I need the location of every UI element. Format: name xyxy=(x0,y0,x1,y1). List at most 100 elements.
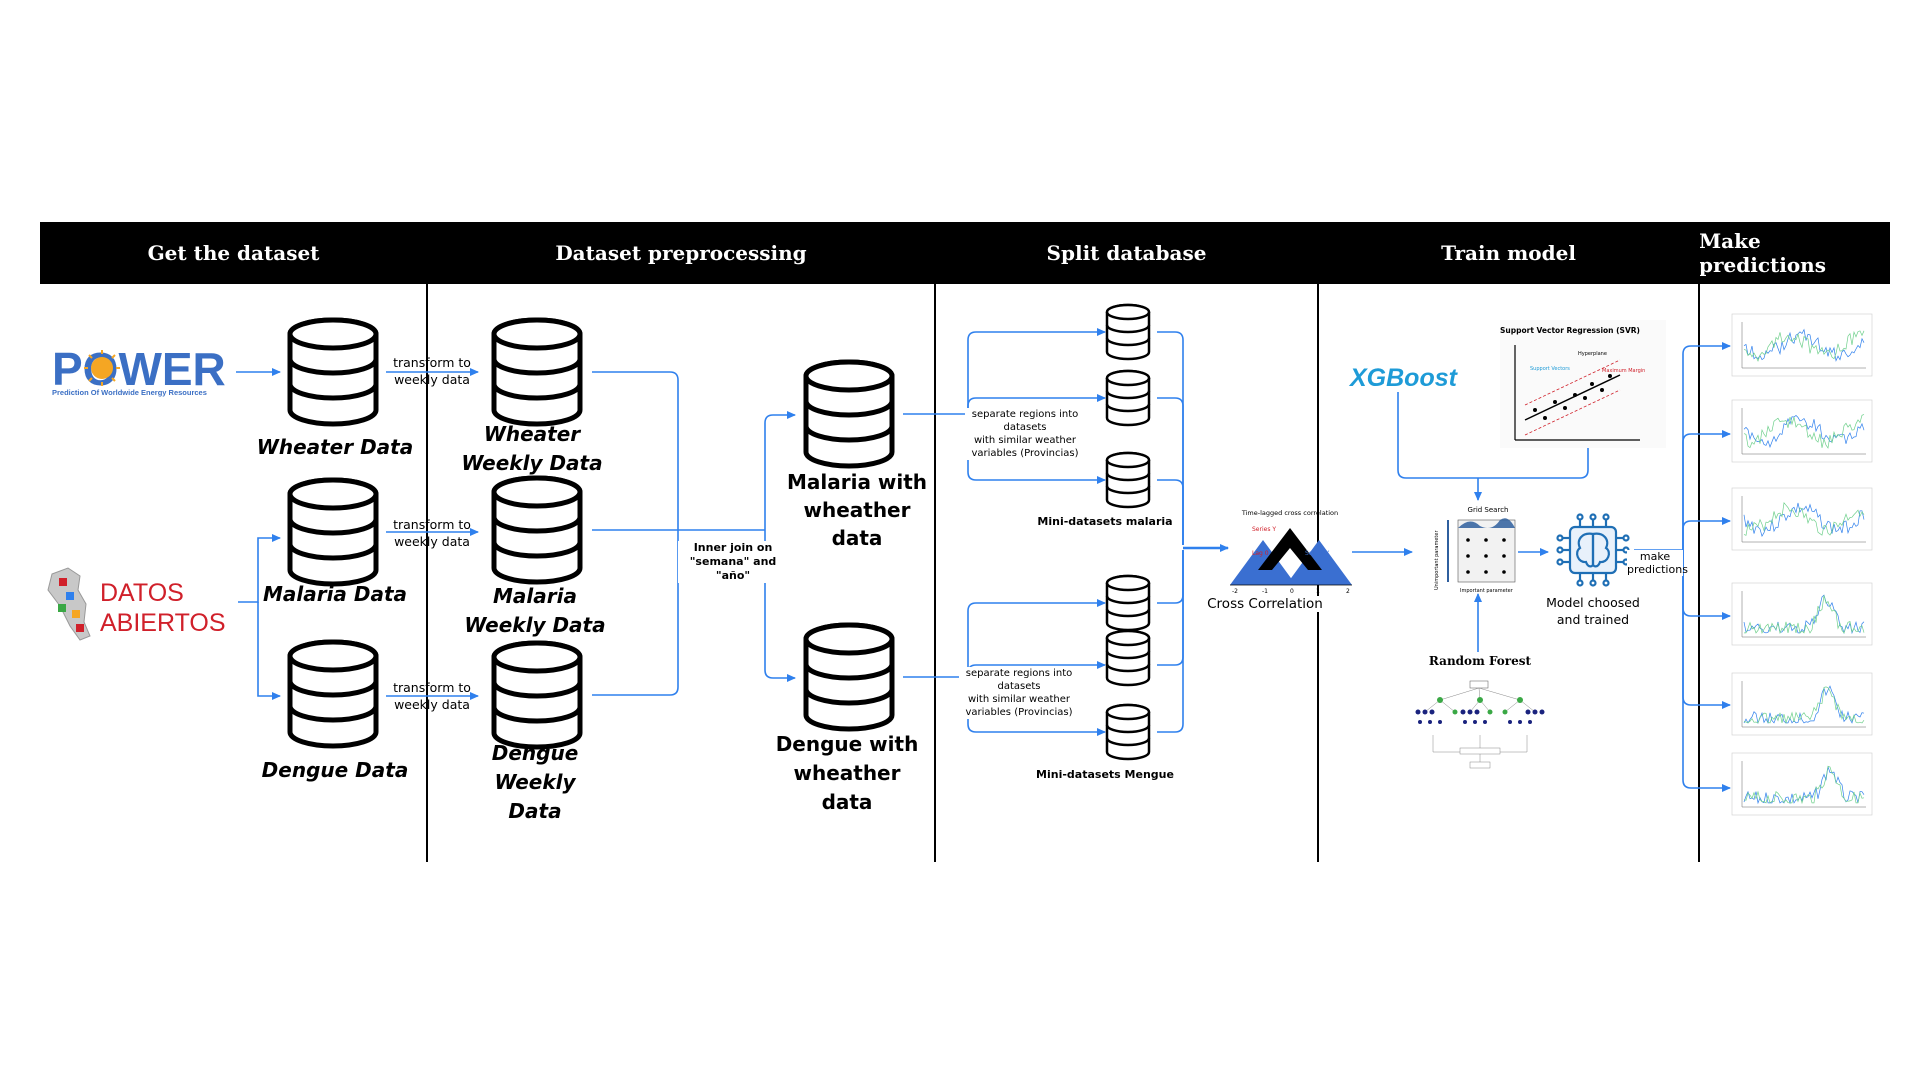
header-get-dataset: Get the dataset xyxy=(40,222,427,284)
separate-regions-label: separate regions into datasets with simi… xyxy=(959,667,1079,719)
database-small-icon xyxy=(1105,369,1151,427)
svr-max-margin: Maximum Margin xyxy=(1602,368,1645,374)
svr-plot: Support Vector Regression (SVR) Support … xyxy=(1500,320,1666,448)
arrow xyxy=(1682,517,1731,550)
prediction-chart-axes xyxy=(1741,496,1866,543)
prediction-line xyxy=(1743,501,1865,536)
prediction-chart-thumbnail xyxy=(1731,399,1873,463)
prediction-chart-axes xyxy=(1741,408,1866,455)
prediction-chart-axes xyxy=(1741,761,1866,808)
header-split-database: Split database xyxy=(935,222,1318,284)
raw-dengue-label: Dengue Data xyxy=(261,758,409,782)
grid-xlabel: Important parameter xyxy=(1460,588,1514,594)
connector xyxy=(1157,550,1184,733)
arrow xyxy=(1682,550,1731,792)
make-predictions-label: make predictions xyxy=(1627,550,1688,576)
connector xyxy=(1157,550,1184,604)
cc-series-y: Series Y xyxy=(1252,526,1276,533)
arrow xyxy=(238,534,281,603)
cc-tick: -1 xyxy=(1262,588,1268,595)
column-divider xyxy=(934,222,936,862)
datos-logo-line2: ABIERTOS xyxy=(100,609,226,637)
arrow xyxy=(967,328,1106,414)
grid-search-plot: Grid Search Unimportant parameter Import… xyxy=(1434,506,1516,594)
grid-search-title: Grid Search xyxy=(1468,506,1509,514)
weekly-malaria-label: Malaria Weekly Data xyxy=(464,584,606,637)
power-logo-subtitle: Prediction Of Worldwide Energy Resources xyxy=(52,388,207,397)
prediction-chart-thumbnail xyxy=(1731,487,1873,551)
weekly-dengue-label: Dengue Weekly Data xyxy=(491,741,579,823)
header-title: Get the dataset xyxy=(147,241,320,265)
database-small-icon xyxy=(1105,629,1151,687)
connector xyxy=(592,530,679,696)
cross-correlation-label: Cross Correlation xyxy=(1200,596,1330,612)
prediction-line xyxy=(1743,328,1865,362)
database-small-icon xyxy=(1105,703,1151,761)
arrow xyxy=(1682,550,1731,709)
prediction-chart-axes xyxy=(1741,591,1866,638)
column-divider xyxy=(426,222,428,862)
database-small-icon xyxy=(1105,303,1151,361)
arrow xyxy=(967,599,1106,677)
prediction-charts xyxy=(1731,313,1873,816)
transform-label: transform to weekly data xyxy=(393,680,471,712)
prediction-line xyxy=(1743,502,1865,537)
transform-label: transform to weekly data xyxy=(393,517,471,549)
arrow xyxy=(764,411,796,530)
prediction-chart-thumbnail xyxy=(1731,313,1873,377)
arrow xyxy=(764,530,796,682)
power-logo-text: POWER xyxy=(52,343,226,395)
database-icon xyxy=(290,642,376,746)
header-title: Train model xyxy=(1441,241,1576,265)
model-brain-icon xyxy=(1556,513,1630,587)
grid-ylabel: Unimportant parameter xyxy=(1434,530,1440,590)
header-title: Dataset preprocessing xyxy=(555,241,807,265)
header-title: Make predictions xyxy=(1699,229,1826,277)
power-logo: POWER Prediction Of Worldwide Energy Res… xyxy=(52,343,226,397)
database-icon xyxy=(806,625,892,729)
mini-dengue-label: Mini-datasets Mengue xyxy=(1036,768,1174,781)
prediction-chart-thumbnail xyxy=(1731,582,1873,646)
inner-join-label: Inner join on "semana" and "año" xyxy=(678,541,788,583)
svr-support-vectors: Support Vectors xyxy=(1530,366,1570,372)
arrow xyxy=(1682,550,1731,620)
column-divider xyxy=(1698,222,1700,862)
prediction-chart-thumbnail xyxy=(1731,672,1873,736)
header-preprocessing: Dataset preprocessing xyxy=(427,222,935,284)
datos-logo-line1: DATOS xyxy=(100,579,184,607)
prediction-line xyxy=(1743,330,1865,362)
cc-tick: 0 xyxy=(1290,588,1294,595)
header-train-model: Train model xyxy=(1318,222,1699,284)
transform-label: transform to weekly data xyxy=(393,355,471,387)
arrow xyxy=(967,414,1106,484)
database-icon xyxy=(806,362,892,466)
mini-malaria-label: Mini-datasets malaria xyxy=(1037,515,1173,528)
arrow xyxy=(967,677,1106,736)
raw-weather-label: Wheater Data xyxy=(256,435,414,459)
datos-abiertos-logo: DATOS ABIERTOS xyxy=(47,567,226,641)
database-icon xyxy=(494,320,580,424)
cc-lag0: Lag 0 xyxy=(1252,550,1269,557)
database-icon xyxy=(290,480,376,584)
arrow xyxy=(967,394,1106,414)
prediction-line xyxy=(1743,686,1865,725)
svr-title: Support Vector Regression (SVR) xyxy=(1500,326,1640,335)
header-make-predictions: Make predictions xyxy=(1699,222,1890,284)
arrow xyxy=(257,602,281,700)
cc-series-x: Series X xyxy=(1305,550,1329,557)
connector xyxy=(1157,550,1184,666)
cc-tick: 2 xyxy=(1346,588,1350,595)
random-forest-diagram: Random Forest xyxy=(1415,654,1545,769)
arrow xyxy=(1682,342,1731,550)
database-small-icon xyxy=(1105,574,1151,632)
random-forest-title: Random Forest xyxy=(1429,654,1532,668)
svr-hyperplane: Hyperplane xyxy=(1578,351,1607,357)
database-icon xyxy=(290,320,376,424)
model-label: Model choosed and trained xyxy=(1546,595,1640,627)
database-icon xyxy=(494,643,580,747)
joined-dengue-label: Dengue with wheather data xyxy=(775,732,919,814)
separate-regions-label: separate regions into datasets with simi… xyxy=(965,408,1085,460)
connector xyxy=(1397,392,1589,479)
joined-malaria-label: Malaria with wheather data xyxy=(786,470,928,550)
xgboost-logo: XGBoost xyxy=(1348,364,1459,392)
